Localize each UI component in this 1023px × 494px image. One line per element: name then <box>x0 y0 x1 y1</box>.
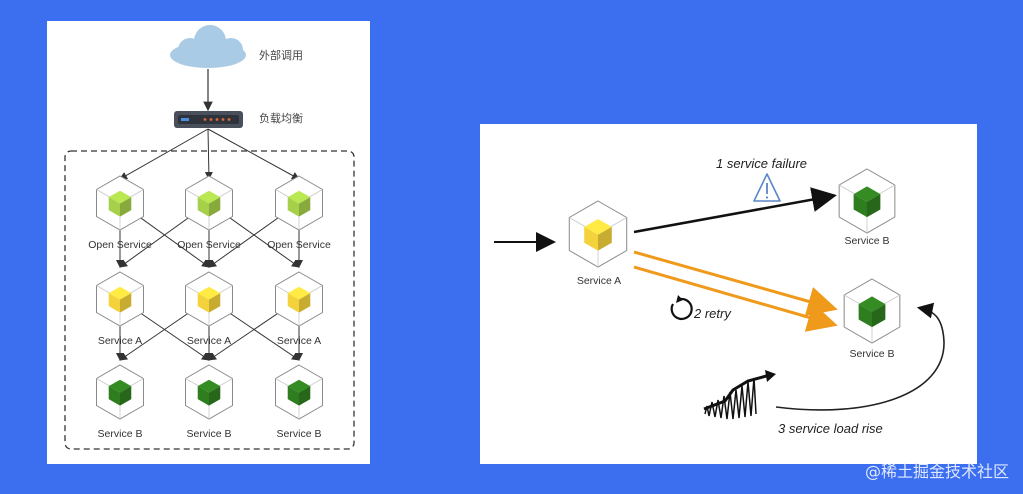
open-service-node <box>185 175 233 231</box>
failure-arrow <box>633 187 837 234</box>
service-a-node <box>185 271 233 327</box>
load-balancer-icon <box>174 111 243 128</box>
left-diagram-canvas <box>64 25 355 450</box>
service-b-node <box>275 364 323 420</box>
service-a-node <box>275 271 323 327</box>
open-service-label: Open Service <box>177 239 241 251</box>
open-service-node <box>96 175 144 231</box>
step1-service-failure: 1 service failure <box>716 156 808 171</box>
open-service-label: Open Service <box>88 239 152 251</box>
retry-arrow <box>633 265 838 332</box>
external-call-label: 外部调用 <box>259 50 303 62</box>
service-a-label: Service A <box>576 275 622 287</box>
service-b-node <box>185 364 233 420</box>
connection-arrow <box>204 128 213 180</box>
step3-service-load-rise: 3 service load rise <box>778 421 883 436</box>
service-b-bottom-label: Service B <box>849 348 895 360</box>
open-service-label: Open Service <box>267 239 331 251</box>
service-a-node <box>568 200 628 268</box>
service-b-node-top <box>838 168 896 234</box>
service-a-label: Service A <box>186 335 232 347</box>
service-b-label: Service B <box>276 428 322 440</box>
right-retry-storm-diagram: Service A Service B Service B 1 service … <box>480 124 977 464</box>
retry-icon <box>670 295 693 321</box>
watermark: @稀土掘金技术社区 <box>864 462 1009 481</box>
cloud-icon <box>170 25 246 68</box>
service-b-node <box>96 364 144 420</box>
load-rise-arrow <box>775 302 945 411</box>
load-balancer-label: 负载均衡 <box>259 113 303 125</box>
connection-arrow <box>119 128 209 180</box>
open-service-node <box>275 175 323 231</box>
service-b-top-label: Service B <box>844 235 890 247</box>
warning-icon <box>753 173 781 202</box>
left-architecture-diagram: 外部调用 负载均衡 Open Service Open Service Open… <box>47 21 370 464</box>
service-b-node-bottom <box>843 278 901 344</box>
service-b-label: Service B <box>97 428 143 440</box>
cluster-boundary <box>64 150 355 450</box>
right-diagram-canvas <box>494 168 945 420</box>
load-rise-icon <box>703 370 776 420</box>
service-a-label: Service A <box>97 335 143 347</box>
retry-arrow <box>633 250 838 316</box>
service-a-label: Service A <box>276 335 322 347</box>
step2-retry: 2 retry <box>694 306 731 321</box>
connection-arrow <box>207 128 300 180</box>
service-b-label: Service B <box>186 428 232 440</box>
service-a-node <box>96 271 144 327</box>
